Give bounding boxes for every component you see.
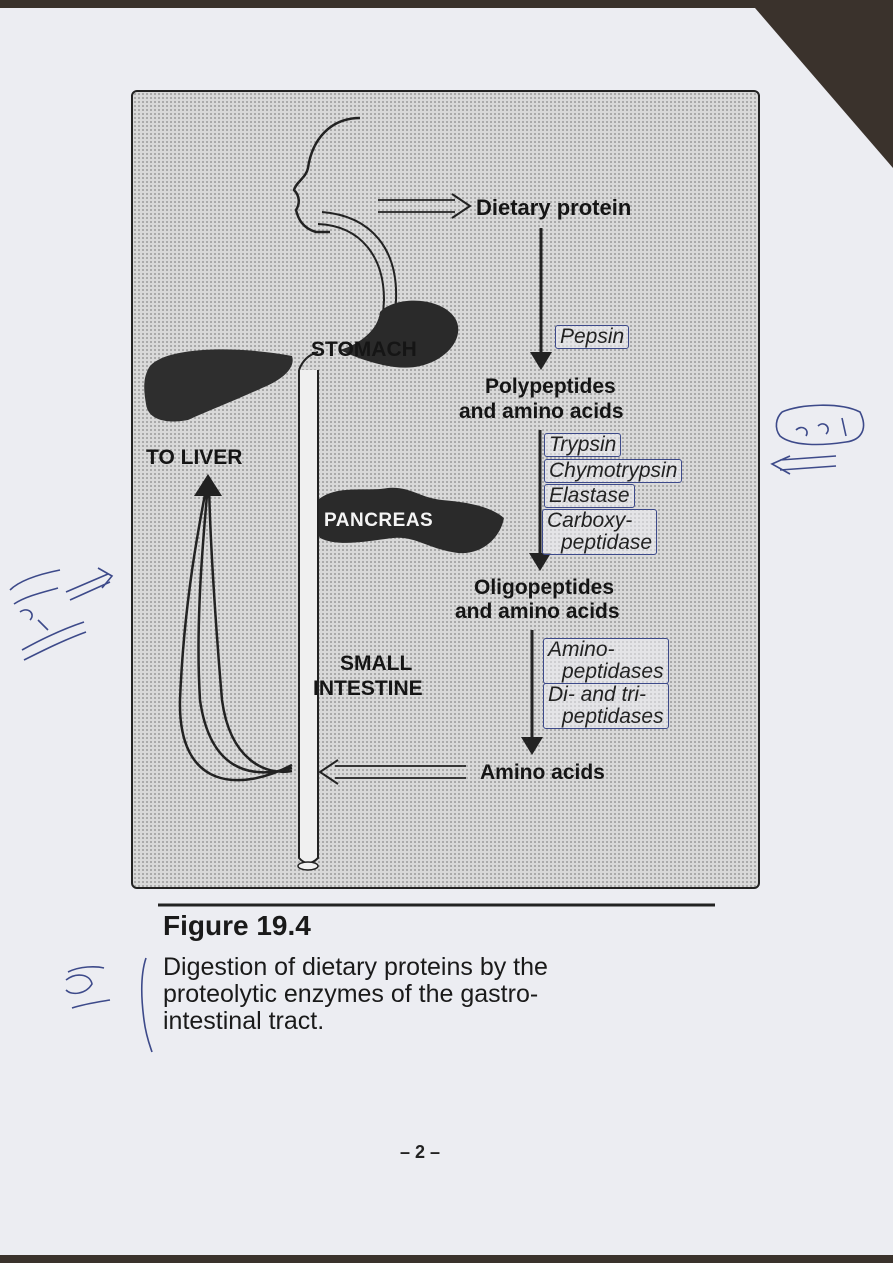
stomach-shape	[340, 300, 459, 368]
label-oligopeptides-2: and amino acids	[455, 600, 620, 623]
caption-line-3: intestinal tract.	[163, 1007, 325, 1035]
label-intestine: INTESTINE	[313, 677, 423, 700]
label-oligopeptides-1: Oligopeptides	[474, 576, 615, 599]
enzyme-elastase: Elastase	[544, 484, 635, 508]
figure-panel	[131, 90, 760, 889]
intestine-tube	[298, 370, 319, 864]
head-silhouette	[292, 116, 361, 234]
figure-title: Figure 19.4	[163, 910, 311, 941]
label-small: SMALL	[340, 652, 413, 675]
label-amino-acids: Amino acids	[480, 761, 605, 784]
arrowhead-3	[521, 737, 543, 755]
amino-return-arrow	[335, 765, 466, 779]
label-polypeptides-2: and amino acids	[459, 400, 624, 423]
dietary-arrow	[378, 199, 455, 213]
handwritten-annotations	[9, 404, 865, 1053]
pancreas-shape	[313, 487, 504, 554]
caption-line-1: Digestion of dietary proteins by the	[163, 953, 548, 981]
page-number: – 2 –	[400, 1142, 441, 1162]
arrowhead-2	[529, 553, 551, 571]
label-pancreas: PANCREAS	[324, 510, 434, 531]
esophagus	[317, 211, 398, 331]
caption-line-2: proteolytic enzymes of the gastro-	[163, 980, 539, 1008]
label-dietary-protein: Dietary protein	[476, 195, 632, 220]
to-liver-arrowhead	[194, 474, 222, 496]
label-polypeptides-1: Polypeptides	[485, 375, 616, 398]
label-to-liver: TO LIVER	[146, 446, 243, 469]
liver-shape	[144, 349, 293, 422]
enzyme-aminopeptidases: Amino-peptidases	[543, 638, 669, 684]
figure-caption: Digestion of dietary proteins by the pro…	[163, 954, 743, 1035]
enzyme-trypsin: Trypsin	[544, 433, 622, 457]
enzyme-carboxypeptidase: Carboxy-peptidase	[542, 509, 658, 555]
label-stomach: STOMACH	[311, 338, 417, 361]
arrowhead-1	[530, 352, 552, 370]
liver-loop-path	[178, 483, 293, 782]
enzyme-chymotrypsin: Chymotrypsin	[544, 459, 683, 483]
enzyme-pepsin: Pepsin	[555, 325, 630, 349]
enzyme-di-tri-peptidases: Di- and tri-peptidases	[543, 683, 669, 729]
